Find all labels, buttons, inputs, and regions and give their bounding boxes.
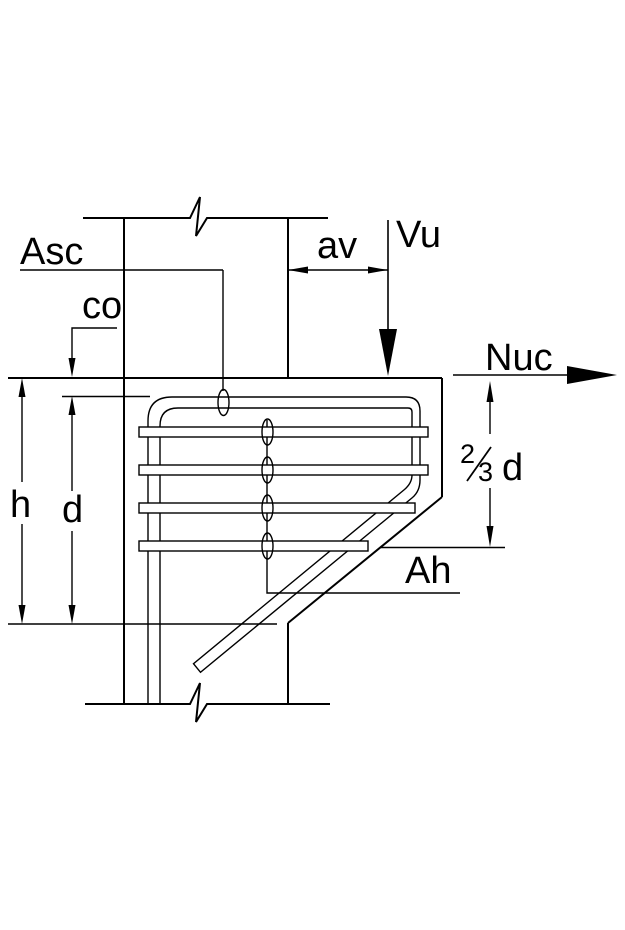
tie-oval-stirrup-4 <box>261 532 274 560</box>
stirrup-bar-3 <box>138 502 416 514</box>
vu-force-arrow <box>379 220 397 376</box>
av-label: av <box>317 225 357 267</box>
two-thirds-numerator: 2 <box>460 439 475 469</box>
stirrup-bar-1 <box>138 426 429 438</box>
ah-leader-link <box>266 420 460 594</box>
nuc-arrowhead <box>567 366 617 384</box>
asc-main-bar-outline <box>147 396 421 704</box>
column-outline <box>83 196 330 723</box>
two-thirds-denominator: 3 <box>478 457 493 487</box>
fraction-slash <box>466 446 492 482</box>
ah-stirrup-bars <box>138 426 429 552</box>
co-dimension <box>68 327 117 415</box>
av-arrow-left <box>288 266 308 274</box>
corbel-outline <box>8 377 443 624</box>
tie-oval-stirrup-2 <box>261 456 274 484</box>
co-label: co <box>82 285 122 327</box>
vu-arrowhead <box>379 329 397 376</box>
two-thirds-d-arrow-down <box>486 526 494 547</box>
tie-oval-main-bar <box>217 388 230 417</box>
nuc-force-arrow <box>453 366 617 384</box>
vu-label: Vu <box>396 214 441 256</box>
stirrup-bar-2 <box>138 464 429 476</box>
co-leader <box>71 327 117 359</box>
h-label: h <box>10 484 31 526</box>
corbel-sloped-face <box>287 496 443 624</box>
h-dimension <box>18 378 26 624</box>
h-arrow-down <box>18 605 26 624</box>
two-thirds-d-label: 2 3 d <box>460 439 523 489</box>
asc-leader <box>20 269 224 391</box>
d-dimension <box>68 415 76 624</box>
two-thirds-d-dimension <box>486 381 494 547</box>
column-bottom-break-line <box>85 682 330 723</box>
stirrup-bar-4 <box>138 540 369 552</box>
d-label: d <box>62 489 83 531</box>
two-thirds-d-arrow-up <box>486 381 494 402</box>
two-thirds-d-suffix: d <box>502 447 523 489</box>
asc-label: Asc <box>20 231 83 273</box>
tie-oval-stirrup-3 <box>261 494 274 522</box>
tie-oval-stirrup-1 <box>261 418 274 446</box>
h-arrow-up <box>18 378 26 397</box>
column-top-break-line <box>83 196 328 237</box>
av-arrow-right <box>368 266 388 274</box>
co-arrow-up <box>68 396 76 415</box>
co-arrow-down <box>68 358 76 377</box>
d-arrow-down <box>68 605 76 624</box>
bar-tie-symbols <box>217 388 274 560</box>
extension-lines <box>8 395 505 625</box>
nuc-label: Nuc <box>485 337 553 379</box>
av-dimension <box>288 266 388 274</box>
ah-label: Ah <box>405 550 451 592</box>
